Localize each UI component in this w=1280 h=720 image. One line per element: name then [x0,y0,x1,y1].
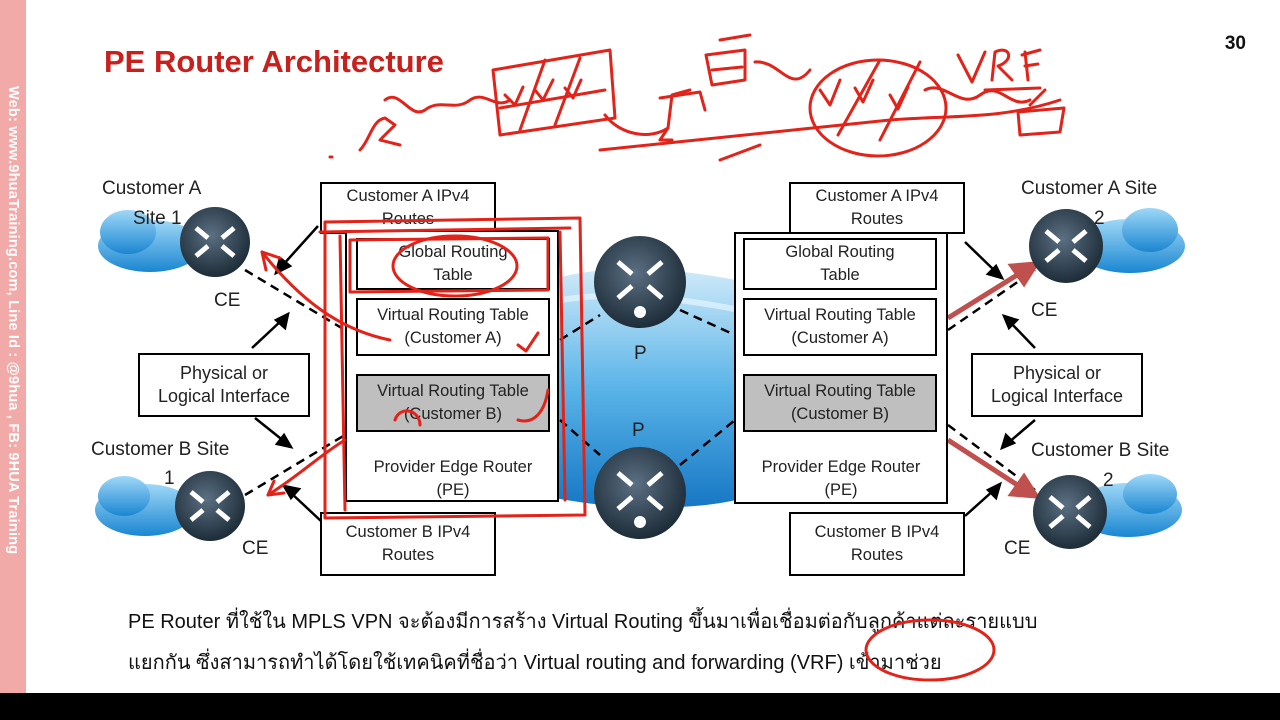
sidebar-banner: Web: www.9huaTraining.com, Line Id : @9h… [0,0,26,693]
left-routes-b-line1: Customer B IPv4 [345,523,471,541]
right-global-line2: Table [820,266,860,284]
right-customer-b-num: 2 [1103,470,1114,491]
p-router-bottom-label: P [632,420,645,441]
left-global-routing-table: Global Routing Table [356,238,550,290]
left-vrt-a-line1: Virtual Routing Table [377,306,529,324]
right-vrt-customer-b: Virtual Routing Table (Customer B) [743,374,937,432]
left-global-line2: Table [433,266,473,284]
right-pe-line1: Provider Edge Router [761,458,921,476]
left-customer-b-site: 1 [164,468,175,489]
mpls-core-cloud [545,269,745,508]
left-iface-line1: Physical or [179,363,269,383]
caption-line-1: PE Router ที่ใช้ใน MPLS VPN จะต้องมีการส… [128,611,1038,633]
router-p-top [594,236,686,328]
left-vrt-b-line2: (Customer B) [403,405,503,423]
left-pe-line2: (PE) [436,481,470,499]
left-vrt-customer-a: Virtual Routing Table (Customer A) [356,298,550,356]
left-routes-b-line2: Routes [381,546,435,564]
right-global-line1: Global Routing [785,243,895,261]
right-customer-a-num: 2 [1094,208,1105,229]
left-customer-b-label: Customer B Site [91,439,230,460]
right-routes-a-box: Customer A IPv4 Routes [789,182,965,234]
left-ce-bottom-label: CE [242,538,269,559]
right-vrt-a-line2: (Customer A) [791,329,889,347]
right-routes-b-line1: Customer B IPv4 [814,523,940,541]
left-pe-label: Provider Edge Router (PE) [350,456,556,502]
router-ce-right-top [1029,209,1103,283]
left-global-line1: Global Routing [398,243,508,261]
cloud-left-top [98,210,202,272]
left-routes-a-line1: Customer A IPv4 [346,187,470,205]
caption-line-2: แยกกัน ซึ่งสามารถทำได้โดยใช้เทคนิคที่ชื่… [128,652,942,674]
slide: Web: www.9huaTraining.com, Line Id : @9h… [0,0,1280,693]
router-ce-left-bottom [175,471,245,541]
router-p-bottom [594,447,686,539]
right-ce-bottom-label: CE [1004,538,1031,559]
left-vrt-customer-b: Virtual Routing Table (Customer B) [356,374,550,432]
right-iface-line1: Physical or [1012,363,1102,383]
p-router-top-label: P [634,343,647,364]
slide-title: PE Router Architecture [104,44,444,79]
left-pe-line1: Provider Edge Router [373,458,533,476]
left-routes-a-box: Customer A IPv4 Routes [320,182,496,234]
right-customer-b-label: Customer B Site [1031,440,1170,461]
left-ce-top-label: CE [214,290,241,311]
left-customer-a-label: Customer A [102,178,202,199]
left-routes-b-box: Customer B IPv4 Routes [320,512,496,576]
right-routes-b-line2: Routes [850,546,904,564]
right-interface-box: Physical or Logical Interface [971,353,1143,417]
page-number: 30 [1224,33,1246,54]
right-routes-b-box: Customer B IPv4 Routes [789,512,965,576]
right-pe-label: Provider Edge Router (PE) [737,456,945,502]
right-routes-a-line2: Routes [850,210,904,228]
cloud-right-top [1075,208,1185,273]
right-pe-line2: (PE) [824,481,858,499]
cloud-left-bottom [95,476,195,536]
right-customer-a-label: Customer A Site [1021,178,1158,199]
router-ce-right-bottom [1033,475,1107,549]
left-interface-box: Physical or Logical Interface [138,353,310,417]
router-ce-left-top [180,207,250,277]
right-vrt-customer-a: Virtual Routing Table (Customer A) [743,298,937,356]
right-vrt-b-line2: (Customer B) [790,405,890,423]
left-customer-a-site: Site 1 [133,208,182,229]
right-ce-top-label: CE [1031,300,1058,321]
right-vrt-a-line1: Virtual Routing Table [764,306,916,324]
diagram-graphics [95,207,1185,549]
left-vrt-b-line1: Virtual Routing Table [377,382,529,400]
right-iface-line2: Logical Interface [990,386,1124,406]
left-iface-line2: Logical Interface [157,386,291,406]
left-vrt-a-line2: (Customer A) [404,329,502,347]
right-vrt-b-line1: Virtual Routing Table [764,382,916,400]
right-routes-a-line1: Customer A IPv4 [815,187,939,205]
left-routes-a-line2: Routes [381,210,435,228]
right-global-routing-table: Global Routing Table [743,238,937,290]
